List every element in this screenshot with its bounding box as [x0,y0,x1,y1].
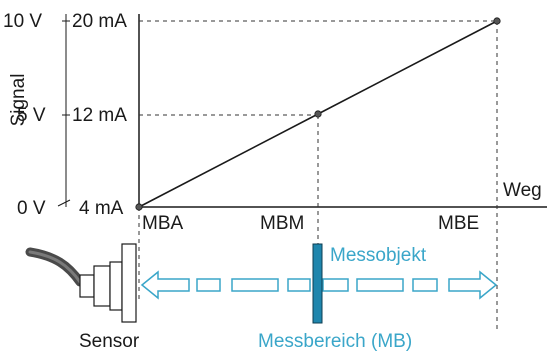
y-tick-voltage-0: 0 V [17,198,46,219]
y-tick-voltage-10: 10 V [3,11,42,32]
y-tick-voltage-5: 5 V [17,105,46,126]
target-label: Messobjekt [330,245,427,266]
signal-point-mbe [493,17,501,25]
y-tick-current-4: 4 mA [79,198,124,219]
beam-arrow-left [140,270,190,300]
sensor-label: Sensor [79,331,140,352]
y-tick-mark-bottom [57,199,71,207]
x-tick-mba: MBA [142,213,184,234]
series-layer [135,17,501,211]
y-axis-label: Signal [8,74,29,127]
y-tick-current-20: 20 mA [72,11,127,32]
x-axis-label: Weg [503,180,542,201]
signal-point-mba [135,203,143,211]
sensor-icon [79,243,137,323]
signal-point-mbm [314,110,322,118]
target-object [312,243,323,324]
x-tick-mbm: MBM [260,213,304,234]
range-label: Messbereich (MB) [258,331,412,352]
y-tick-current-12: 12 mA [72,105,127,126]
measuring-range-beam [140,270,498,300]
beam-arrow-right [448,270,498,300]
sensor-cable [25,247,85,287]
x-tick-mbe: MBE [438,213,479,234]
